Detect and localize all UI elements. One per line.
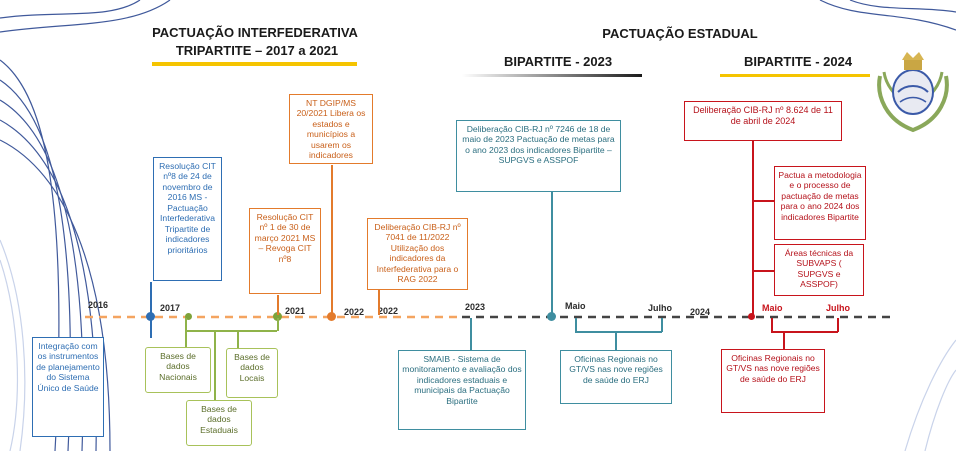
bipartite-2024-underline bbox=[720, 74, 870, 77]
maio-2024-label: Maio bbox=[762, 303, 783, 313]
connector-oficinas24-h bbox=[771, 331, 838, 333]
connector-oficinas24-r bbox=[837, 318, 839, 332]
tripartite-title-line2: TRIPARTITE – 2017 a 2021 bbox=[175, 43, 339, 58]
julho-2023-label: Julho bbox=[648, 303, 672, 313]
marker-2022 bbox=[327, 312, 336, 321]
year-2017-label: 2017 bbox=[160, 303, 181, 313]
marker-2017 bbox=[185, 313, 192, 320]
year-2016-label: 2016 bbox=[88, 300, 109, 310]
estadual-title: PACTUAÇÃO ESTADUAL bbox=[602, 26, 758, 41]
connector-bases-left bbox=[185, 318, 187, 348]
smaib-box: SMAIB - Sistema de monitoramento e avali… bbox=[398, 350, 526, 430]
bases-estaduais-box: Bases de dados Estaduais bbox=[186, 400, 252, 446]
connector-nt bbox=[331, 165, 333, 315]
connector-oficinas23-m bbox=[615, 331, 617, 351]
year-2021-label: 2021 bbox=[285, 306, 306, 316]
deliberacao-7041-box: Deliberação CIB-RJ nº 7041 de 11/2022 Ut… bbox=[367, 218, 468, 290]
connector-oficinas24-m bbox=[783, 331, 785, 349]
connector-smaib bbox=[470, 318, 472, 350]
oficinas-2024-box: Oficinas Regionais no GT/VS nas nove reg… bbox=[721, 349, 825, 413]
nt-dgip-box: NT DGIP/MS 20/2021 Libera os estados e m… bbox=[289, 94, 373, 164]
marker-2016 bbox=[146, 312, 155, 321]
deliberacao-7246-box: Deliberação CIB-RJ nº 7246 de 18 de maio… bbox=[456, 120, 621, 192]
marker-2023 bbox=[547, 312, 556, 321]
julho-2024-label: Julho bbox=[826, 303, 850, 313]
connector-resolucao1 bbox=[277, 295, 279, 315]
connector-8624-branch bbox=[752, 200, 774, 202]
tripartite-title-line1: PACTUAÇÃO INTERFEDERATIVA bbox=[152, 25, 358, 40]
connector-7246 bbox=[551, 190, 553, 315]
connector-8624 bbox=[752, 140, 754, 315]
connector-oficinas24-l bbox=[771, 318, 773, 332]
year-2023-label: 2023 bbox=[465, 302, 486, 312]
connector-oficinas23-r bbox=[661, 318, 663, 332]
resolucao-1-box: Resolução CIT nº 1 de 30 de março 2021 M… bbox=[249, 208, 321, 294]
bipartite-2023-title: BIPARTITE - 2023 bbox=[503, 54, 613, 69]
bipartite-2023-underline bbox=[462, 74, 642, 77]
year-2024-label: 2024 bbox=[690, 307, 711, 317]
connector-bases-locais bbox=[237, 330, 239, 350]
connector-bases-h bbox=[185, 330, 277, 332]
connector-oficinas23-l bbox=[575, 318, 577, 332]
bipartite-2024-title: BIPARTITE - 2024 bbox=[743, 54, 853, 69]
deliberacao-8624-box: Deliberação CIB-RJ nº 8.624 de 11 de abr… bbox=[684, 101, 842, 141]
resolucao-8-box: Resolução CIT nº8 de 24 de novembro de 2… bbox=[153, 157, 222, 281]
connector-7041 bbox=[378, 290, 380, 315]
connector-8624-branch2 bbox=[752, 270, 774, 272]
connector-integracao bbox=[150, 318, 152, 338]
pactua-metodologia-box: Pactua a metodologia e o processo de pac… bbox=[774, 166, 866, 240]
year-2022-label: 2022 bbox=[344, 307, 365, 317]
connector-resolucao8 bbox=[150, 282, 152, 316]
bases-nacionais-box: Bases de dados Nacionais bbox=[145, 347, 211, 393]
marker-2024 bbox=[748, 313, 755, 320]
maio-2023-label: Maio bbox=[565, 301, 586, 311]
year-2022b-label: 2022 bbox=[378, 306, 399, 316]
bases-locais-box: Bases de dados Locais bbox=[226, 348, 278, 398]
connector-oficinas23-h bbox=[575, 331, 662, 333]
connector-bases-estaduais bbox=[214, 330, 216, 400]
rio-de-janeiro-state-emblem-icon bbox=[877, 52, 949, 133]
oficinas-2023-box: Oficinas Regionais no GT/VS nas nove reg… bbox=[560, 350, 672, 404]
connector-bases-right bbox=[277, 318, 279, 331]
areas-tecnicas-box: Áreas técnicas da SUBVAPS ( SUPGVS e ASS… bbox=[774, 244, 864, 296]
marker-2021 bbox=[273, 312, 282, 321]
integracao-box: Integração com os instrumentos de planej… bbox=[32, 337, 104, 437]
tripartite-underline bbox=[152, 62, 357, 66]
